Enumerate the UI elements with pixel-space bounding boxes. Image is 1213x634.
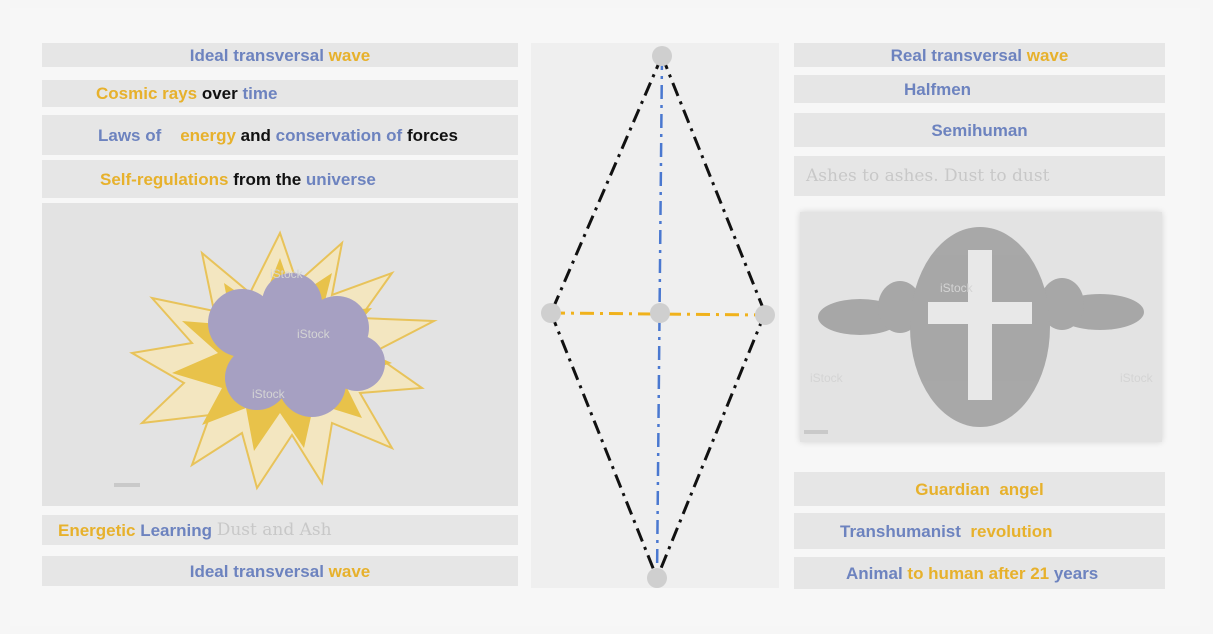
text-segment: Energetic [58, 520, 141, 540]
text-segment: forces [406, 125, 458, 145]
text-segment: Learning [140, 520, 217, 540]
left-row-4: Self-regulations from the universe [42, 160, 518, 198]
text-segment: wave [1026, 45, 1069, 65]
left-row-5: Energetic Learning Dust and Ash [42, 515, 518, 545]
left-row-2: Cosmic rays over time [42, 80, 518, 107]
svg-text:iStock: iStock [940, 281, 974, 295]
text-segment: Ideal transversal [189, 45, 329, 65]
text-segment: Self-regulations [100, 169, 234, 189]
text-segment: time [242, 84, 278, 103]
svg-text:iStock: iStock [810, 371, 844, 385]
svg-text:iStock: iStock [297, 327, 331, 341]
text-segment: Laws of [98, 125, 181, 145]
text-segment: wave [328, 561, 371, 581]
right-row-4: Ashes to ashes. Dust to dust [794, 156, 1165, 196]
text-segment: years [1053, 563, 1099, 583]
text-segment: Ashes to ashes. Dust to dust [806, 165, 1050, 186]
text-segment: Dust and Ash [216, 519, 332, 540]
text-segment: revolution [970, 521, 1053, 541]
svg-text:iStock: iStock [1120, 371, 1154, 385]
left-row-3: Laws of energy and conservation of force… [42, 115, 518, 155]
left-row-6: Ideal transversal wave [42, 556, 518, 586]
text-segment: and [240, 125, 276, 145]
text-segment: Animal [846, 563, 908, 583]
right-row-6: Transhumanist revolution [794, 513, 1165, 549]
text-segment: Real transversal [890, 45, 1027, 65]
text-segment: from the [233, 169, 306, 189]
text-segment: universe [305, 169, 376, 189]
right-row-5: Guardian angel [794, 472, 1165, 506]
text-segment: Semihuman [931, 120, 1028, 140]
text-segment: over [201, 84, 243, 103]
text-segment: to human after 21 [907, 563, 1054, 583]
text-segment: Halfmen [904, 79, 972, 99]
left-row-1: Ideal transversal wave [42, 43, 518, 67]
text-segment: conservation of [275, 125, 407, 145]
ash-cross-image: iStock iStock iStock [800, 212, 1162, 442]
right-row-3: Semihuman [794, 113, 1165, 147]
right-row-2: Halfmen [794, 75, 1165, 103]
ash-cross-icon: iStock iStock iStock [800, 212, 1162, 442]
explosion-image: iStock iStock iStock [42, 203, 518, 506]
center-panel [531, 43, 779, 588]
text-segment: Cosmic rays [96, 84, 202, 103]
svg-text:iStock: iStock [252, 387, 286, 401]
svg-text:iStock: iStock [270, 267, 304, 281]
explosion-icon: iStock iStock iStock [114, 230, 438, 491]
text-segment: Ideal transversal [189, 561, 329, 581]
right-row-7: Animal to human after 21 years [794, 557, 1165, 589]
right-row-1: Real transversal wave [794, 43, 1165, 67]
text-segment: energy [180, 125, 241, 145]
text-segment: Guardian angel [915, 479, 1044, 499]
text-segment: Transhumanist [840, 521, 971, 541]
text-segment: wave [328, 45, 371, 65]
